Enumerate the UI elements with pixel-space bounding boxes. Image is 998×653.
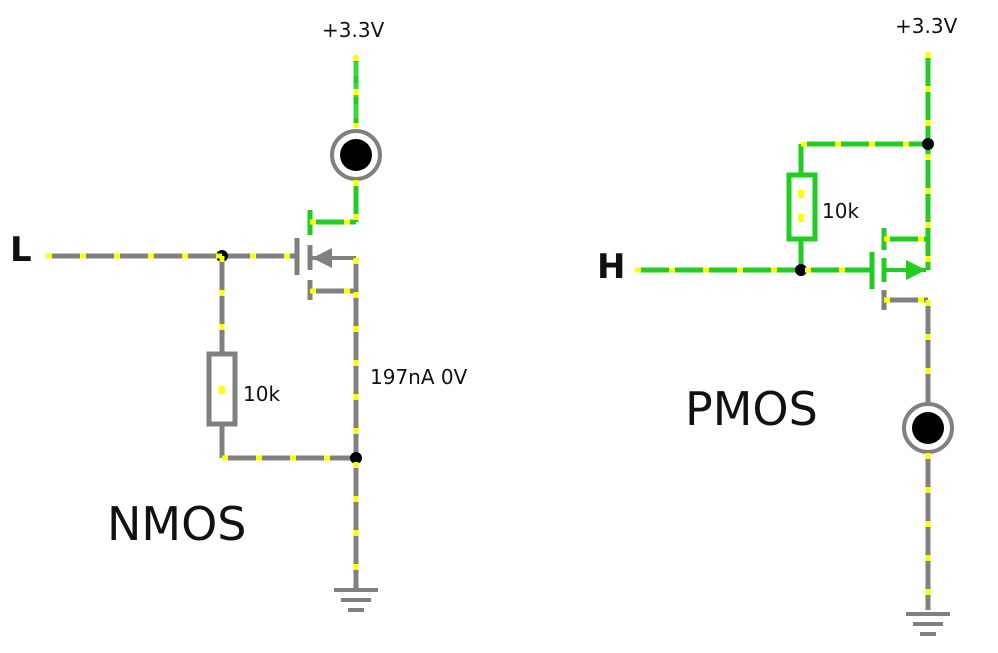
pmos-current-dots (635, 52, 931, 610)
pmos-junction-gate (795, 264, 807, 276)
nmos-resistor-label: 10k (243, 382, 281, 406)
pmos-title: PMOS (685, 382, 818, 436)
nmos-probe-label: 197nA 0V (370, 365, 468, 389)
pmos-supply-label: +3.3V (895, 14, 958, 38)
pmos-resistor[interactable] (786, 172, 818, 242)
nmos-current-dots (46, 55, 359, 588)
pmos-circuit (635, 52, 954, 636)
pmos-ground-icon (906, 612, 950, 636)
nmos-title: NMOS (107, 497, 247, 551)
pmos-junction-top (922, 138, 934, 150)
nmos-supply-label: +3.3V (322, 18, 385, 42)
nmos-input-label[interactable]: L (10, 230, 32, 270)
pmos-resistor-label: 10k (822, 199, 860, 223)
nmos-circuit (46, 55, 382, 612)
nmos-junction-source (350, 452, 362, 464)
pmos-input-label[interactable]: H (597, 247, 626, 287)
nmos-ground-icon (334, 588, 378, 612)
